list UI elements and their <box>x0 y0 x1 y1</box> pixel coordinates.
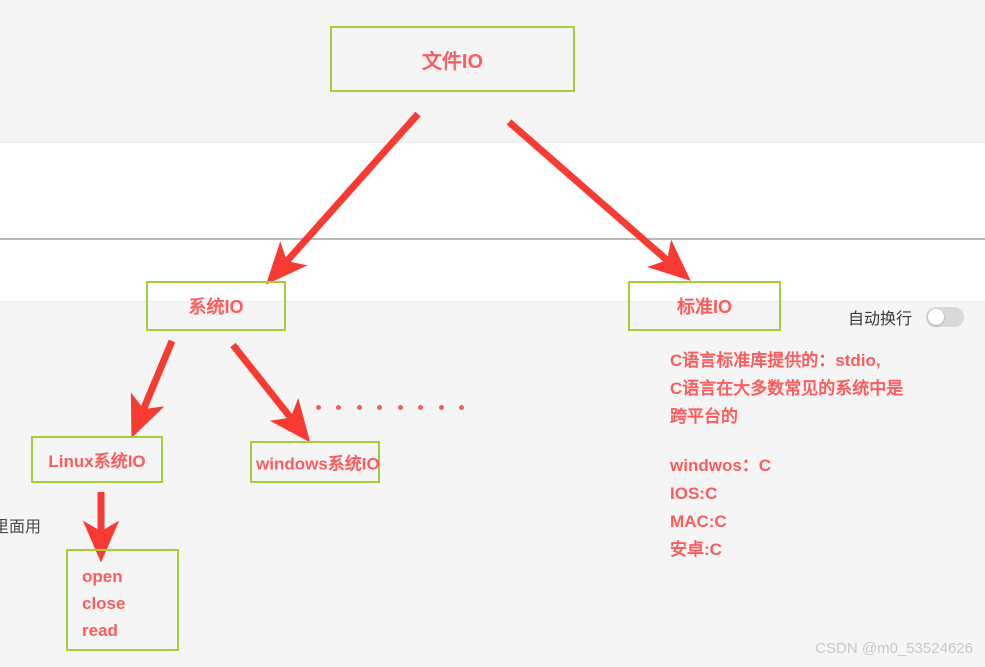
background-band-white-2 <box>0 240 985 301</box>
ellipsis-dot <box>438 404 444 410</box>
platform-language-list: windwos：C IOS:C MAC:C 安卓:C <box>670 452 771 564</box>
horizontal-divider-rule <box>0 238 985 240</box>
function-close: close <box>82 594 126 614</box>
ellipsis-dot <box>458 404 464 410</box>
ellipsis-dot <box>418 404 424 410</box>
node-system-io-label: 系统IO <box>188 297 244 317</box>
auto-wrap-switch-knob <box>928 309 945 325</box>
standard-io-description: C语言标准库提供的：stdio, C语言在大多数常见的系统中是 跨平台的 <box>670 347 903 431</box>
ellipsis-dot <box>356 404 362 410</box>
node-linux-io-functions: open close read <box>66 549 179 651</box>
standard-io-description-line-2: C语言在大多数常见的系统中是 <box>670 379 904 399</box>
node-file-io-label: 文件IO <box>421 50 484 73</box>
cut-off-edge-text: 里面用 <box>0 519 42 536</box>
ellipsis-dots <box>316 402 464 412</box>
node-linux-system-io-label: Linux系统IO <box>48 452 146 471</box>
auto-wrap-toggle[interactable]: 自动换行 <box>848 305 965 329</box>
node-linux-system-io: Linux系统IO <box>31 436 163 483</box>
platform-item-mac: MAC:C <box>670 512 727 532</box>
standard-io-description-line-1: C语言标准库提供的：stdio, <box>670 351 881 370</box>
background-band-top <box>0 0 985 143</box>
auto-wrap-toggle-label: 自动换行 <box>848 311 913 328</box>
standard-io-description-line-3: 跨平台的 <box>670 407 738 427</box>
csdn-watermark: CSDN @m0_53524626 <box>815 640 973 657</box>
ellipsis-dot <box>336 404 342 410</box>
ellipsis-dot <box>397 404 403 410</box>
auto-wrap-switch[interactable] <box>926 307 965 327</box>
function-open: open <box>82 567 123 586</box>
node-windows-system-io-label: windows系统IO <box>256 454 380 474</box>
ellipsis-dot <box>377 404 383 410</box>
node-system-io: 系统IO <box>146 281 286 331</box>
node-standard-io: 标准IO <box>628 281 781 331</box>
platform-item-ios: IOS:C <box>670 484 718 504</box>
ellipsis-dot <box>316 404 321 410</box>
platform-item-android: 安卓:C <box>670 540 722 560</box>
node-standard-io-label: 标准IO <box>676 297 732 317</box>
node-windows-system-io: windows系统IO <box>250 441 380 483</box>
node-file-io: 文件IO <box>330 26 575 92</box>
platform-item-windows: windwos：C <box>670 456 772 475</box>
background-band-white-1 <box>0 143 985 238</box>
function-read: read <box>82 621 118 641</box>
